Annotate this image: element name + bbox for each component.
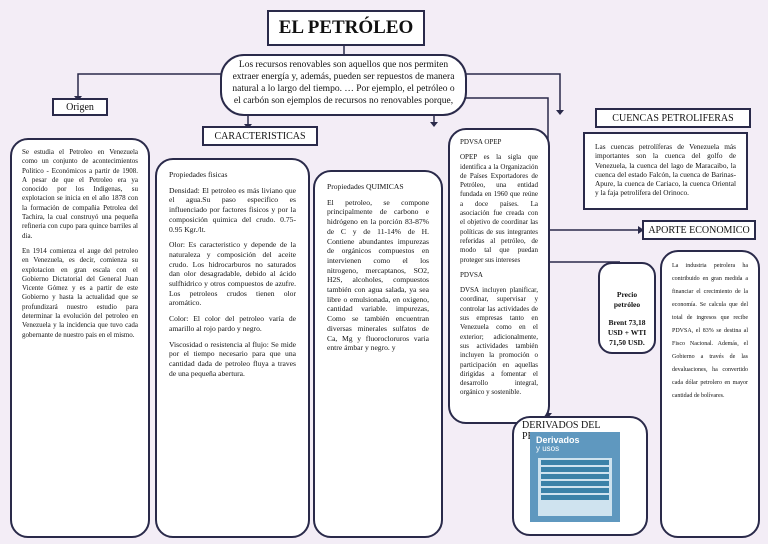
- aporte-box: La industria petrolera ha contribuido en…: [660, 250, 760, 538]
- opep-text: OPEP es la sigla que identifica a la Org…: [460, 153, 538, 264]
- quimicas-title: Propiedades QUIMICAS: [327, 182, 404, 191]
- derivados-image-subtitle: y usos: [536, 444, 560, 453]
- derivados-image: Derivados y usos: [530, 432, 620, 522]
- fisicas-olor: Olor: Es caracteristico y depende de la …: [169, 240, 296, 308]
- derivados-image-title: Derivados: [536, 435, 580, 445]
- precio-title: Precio petróleo: [613, 290, 641, 309]
- fisicas-color: Color: El color del petroleo varía de am…: [169, 314, 296, 333]
- fisicas-densidad: Densidad: El petroleo es más liviano que…: [169, 185, 296, 234]
- fisicas-viscosidad: Viscosidad o resistencia al flujo: Se mi…: [169, 339, 296, 378]
- origen-label: Origen: [52, 98, 108, 116]
- precio-value: Brent 73,18 USD + WTI 71,50 USD.: [607, 318, 647, 347]
- intro-text: Los recursos renovables son aquellos que…: [220, 54, 467, 116]
- origen-paragraph-2: En 1914 comienza el auge del petroleo en…: [22, 246, 138, 339]
- propiedades-quimicas-box: Propiedades QUIMICAS El petroleo, se com…: [313, 170, 443, 538]
- aporte-label: APORTE ECONOMICO: [642, 220, 756, 240]
- precio-box: Precio petróleo Brent 73,18 USD + WTI 71…: [598, 262, 656, 354]
- cuencas-box: Las cuencas petrolíferas de Venezuela má…: [583, 132, 748, 210]
- page-title: EL PETRÓLEO: [267, 10, 425, 46]
- pdvsa-opep-box: PDVSA OPEP OPEP es la sigla que identifi…: [448, 128, 550, 424]
- quimicas-text: El petroleo, se compone principalmente d…: [327, 197, 429, 353]
- origen-paragraph-1: Se estudia el Petroleo en Venezuela como…: [22, 148, 138, 240]
- caracteristicas-label: CARACTERISTICAS: [202, 126, 318, 146]
- propiedades-fisicas-box: Propiedades fisicas Densidad: El petrole…: [155, 158, 310, 538]
- fisicas-title: Propiedades fisicas: [169, 170, 228, 179]
- pdvsa-opep-heading: PDVSA OPEP: [460, 138, 502, 146]
- derivados-image-list: [538, 458, 612, 516]
- dvsa-text: DVSA incluyen planificar, coordinar, sup…: [460, 286, 538, 397]
- pdvsa-heading: PDVSA: [460, 270, 483, 279]
- origen-box: Se estudia el Petroleo en Venezuela como…: [10, 138, 150, 538]
- cuencas-label: CUENCAS PETROLIFERAS: [595, 108, 751, 128]
